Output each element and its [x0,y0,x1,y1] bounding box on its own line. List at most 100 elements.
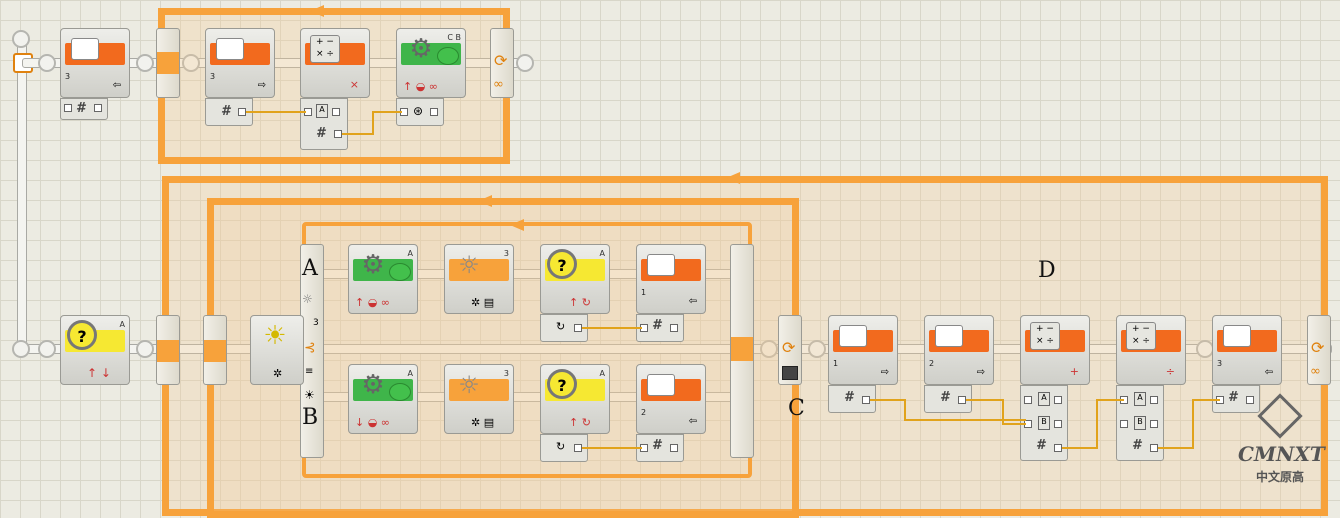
sequence-knob [38,54,56,72]
number-icon: # [316,126,326,141]
hub-plug[interactable] [1120,420,1128,428]
data-wire [966,399,1004,401]
data-wire [1002,423,1026,425]
read-arrow-icon: ⇨ [880,367,889,378]
hub-plug[interactable] [238,108,246,116]
switch-right-rail[interactable] [730,244,754,458]
loop-arrow-icon [726,172,740,184]
suitcase-icon [643,249,679,281]
input-a-icon: A [316,104,328,118]
sequence-knob [760,340,778,358]
hub-plug[interactable] [64,104,72,112]
data-wire [582,447,642,449]
switch-light-icon: ☼ [302,292,313,306]
hub-plug[interactable] [334,130,342,138]
direction-icon: ↑ ◒ ∞ [403,80,438,93]
hub-plug[interactable] [958,396,966,404]
hub-plug[interactable] [670,324,678,332]
hub-plug[interactable] [1150,396,1158,404]
outer-loop-end[interactable]: ⟳ ∞ [1307,315,1331,385]
hub-plug[interactable] [332,108,340,116]
sensor-mode-icon: ✲ ▤ [471,296,495,309]
variable-block-d3[interactable]: 3 ⇦ [1212,315,1282,385]
light-sensor-block-b[interactable]: 3 ☼ ✲ ▤ [444,364,514,434]
data-wire [372,111,374,135]
math-icon: + −× ÷ [307,33,343,65]
motor-circle-icon [389,263,411,281]
suitcase-icon [643,369,679,401]
number-icon: # [844,390,854,405]
rotation-icon: ↻ [556,320,566,333]
loop-icon: ⟳ [1311,338,1325,357]
hub-plug[interactable] [670,444,678,452]
top-loop-end[interactable]: ⟳ ∞ [490,28,514,98]
data-wire [1096,399,1098,449]
light-sensor-block-a[interactable]: 3 ☼ ✲ ▤ [444,244,514,314]
lamp-icon: ☼ [458,371,480,399]
sensor-mode-icon [782,366,798,380]
hub-plug[interactable] [1024,396,1032,404]
suitcase-icon [1219,320,1255,352]
data-wire [870,399,906,401]
middle-loop-end[interactable]: ⟳ [778,315,802,385]
math-icon: + −× ÷ [1123,320,1159,352]
data-wire [1096,399,1124,401]
variable-block-b[interactable]: 2 ⇦ [636,364,706,434]
input-b-icon: B [1038,416,1050,430]
variable-block-d1[interactable]: 1 ⇨ [828,315,898,385]
switch-data-icon: ⊰ [304,340,316,356]
motor-block-b[interactable]: A ⚙ ↓ ◒ ∞ [348,364,418,434]
variable-block-top-1[interactable]: 3 ⇦ [60,28,130,98]
suitcase-icon [931,320,967,352]
variable-block-a[interactable]: 1 ⇦ [636,244,706,314]
rotation-icon: ↻ [556,440,566,453]
suitcase-icon [212,33,248,65]
hub-plug[interactable] [1246,396,1254,404]
speed-icon: ⊛ [413,104,424,118]
hub-plug[interactable] [1054,444,1062,452]
hub-plug[interactable] [574,324,582,332]
hub-plug[interactable] [574,444,582,452]
gears-icon: ⚙ [409,34,433,64]
hub-plug[interactable] [94,104,102,112]
rotation-sensor-block-b[interactable]: A ? ↑ ↻ [540,364,610,434]
read-arrow-icon: ⇨ [257,80,266,91]
add-icon: + [1069,365,1079,378]
middle-loop-start[interactable] [203,315,227,385]
direction-icon: ↑ ↻ [569,416,591,429]
variable-block-top-2[interactable]: 3 ⇨ [205,28,275,98]
math-block-d2[interactable]: + −× ÷ ÷ [1116,315,1186,385]
light-sensor-block[interactable]: ☀ ✲ [250,315,304,385]
number-icon: # [940,390,950,405]
rotation-sensor-block-a[interactable]: A ? ↑ ↻ [540,244,610,314]
hub-plug[interactable] [1150,444,1158,452]
start-beam-vertical [17,38,27,354]
top-loop-start[interactable] [156,28,180,98]
hub-plug[interactable] [430,108,438,116]
number-icon: # [221,104,231,119]
hub-plug[interactable] [1150,420,1158,428]
sequence-knob [12,340,30,358]
sensor-mode-icon: ✲ [273,367,283,380]
sequence-knob [136,340,154,358]
variable-block-d2[interactable]: 2 ⇨ [924,315,994,385]
loop-icon: ⟳ [494,51,508,70]
sequence-knob [136,54,154,72]
motor-block-a[interactable]: A ⚙ ↑ ◒ ∞ [348,244,418,314]
hub-plug[interactable] [1054,420,1062,428]
label-a: A [302,256,318,281]
loop-arrow-icon [478,195,492,207]
hub-plug[interactable] [862,396,870,404]
direction-icon: ↑ ↓ [87,366,111,380]
data-wire [582,327,642,329]
motor-block-top[interactable]: C B ⚙ ↑ ◒ ∞ [396,28,466,98]
hub-plug[interactable] [1054,396,1062,404]
sequence-knob [12,30,30,48]
infinity-icon: ∞ [1310,364,1321,379]
logo-brand: CMNXT [1238,442,1325,466]
infinity-icon: ∞ [493,77,504,92]
outer-loop-start[interactable] [156,315,180,385]
touch-sensor-block[interactable]: A ? ↑ ↓ [60,315,130,385]
math-block-top[interactable]: + −× ÷ × [300,28,370,98]
math-block-d1[interactable]: + −× ÷ + [1020,315,1090,385]
